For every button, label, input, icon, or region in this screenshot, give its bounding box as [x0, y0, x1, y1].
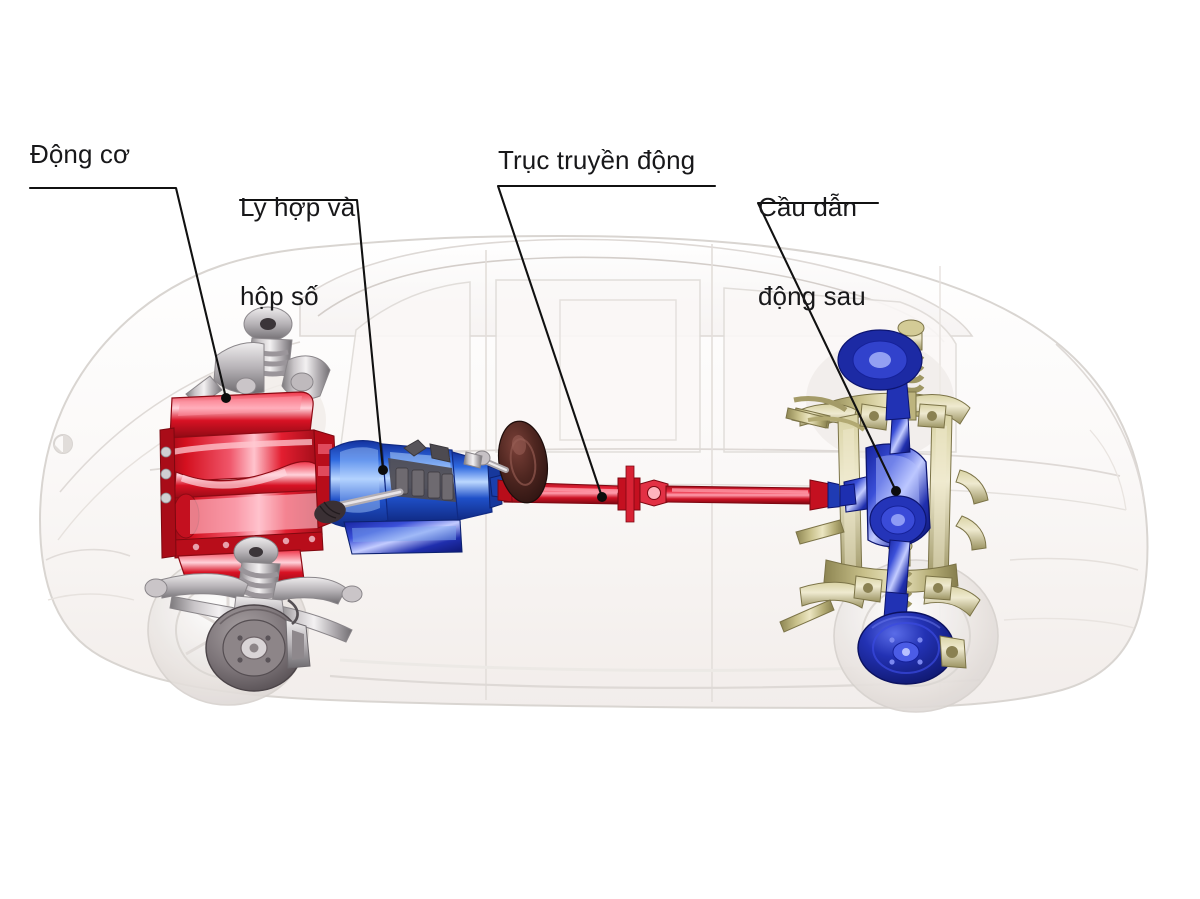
front-suspension-lower	[144, 536, 363, 692]
dot-rear-axle	[891, 486, 901, 496]
rear-hub-upper	[837, 329, 923, 391]
callout-label-engine: Động cơ	[30, 139, 131, 169]
transmission	[314, 439, 509, 555]
leader-rear-axle	[756, 201, 898, 493]
callout-label-rear-axle-line1: Cầu dẫn	[758, 192, 857, 223]
roundel-badge	[53, 434, 73, 454]
front-suspension-upper	[185, 306, 331, 407]
shift-linkage	[463, 450, 509, 473]
callout-dots	[221, 393, 901, 502]
callout-label-rear-axle-line2: động sau	[758, 281, 866, 312]
leader-driveshaft	[496, 184, 717, 499]
callout-leaders	[28, 184, 898, 499]
rear-brake-drum	[857, 611, 955, 685]
dot-gearbox	[378, 465, 388, 475]
dot-driveshaft	[597, 492, 607, 502]
callout-label-driveshaft: Trục truyền động	[498, 145, 696, 175]
dot-engine	[221, 393, 231, 403]
callout-label-clutch-gearbox-line2: hộp số	[240, 281, 319, 312]
callout-label-clutch-gearbox: Ly hợp và hộp số	[240, 134, 355, 371]
gearbox-internals	[314, 439, 456, 524]
leader-engine	[28, 186, 228, 400]
callout-label-rear-axle: Cầu dẫn động sau	[758, 134, 866, 371]
callout-label-clutch-gearbox-line1: Ly hợp và	[240, 192, 356, 223]
engine-block	[159, 391, 339, 587]
leader-clutch-gearbox	[238, 198, 385, 472]
